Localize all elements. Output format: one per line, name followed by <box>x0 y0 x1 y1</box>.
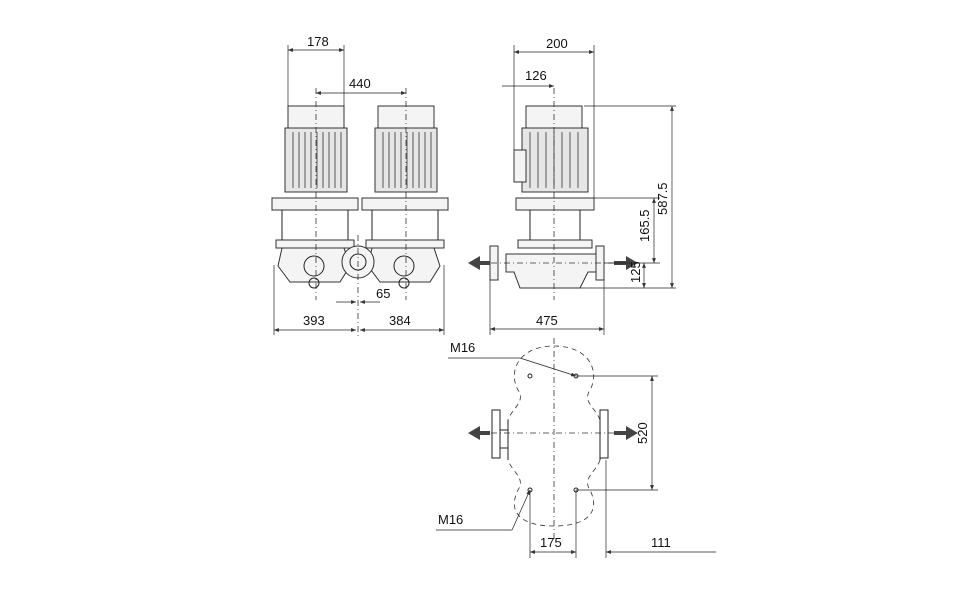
dim-left-base: 393 <box>303 313 325 328</box>
front-view: 178 440 65 393 384 <box>271 34 449 338</box>
side-view: 200 126 587.5 165.5 125 475 <box>468 36 676 335</box>
dim-total-height: 587.5 <box>655 182 670 215</box>
dim-motor-center: 126 <box>525 68 547 83</box>
dim-port-height: 125 <box>628 261 643 283</box>
bolt-hole <box>527 373 533 379</box>
dim-side-motor-width: 200 <box>546 36 568 51</box>
dim-bolt-horizontal: 175 <box>540 535 562 550</box>
dim-flange-height: 165.5 <box>637 209 652 242</box>
dim-offset-right: 111 <box>651 535 671 550</box>
label-bolt-top: M16 <box>450 340 475 355</box>
dim-base-length: 475 <box>536 313 558 328</box>
dim-motor-spacing: 440 <box>349 76 371 91</box>
dim-center-offset: 65 <box>376 286 390 301</box>
dim-motor-width: 178 <box>307 34 329 49</box>
right-motor <box>361 105 449 289</box>
plan-view: M16 M16 520 175 111 <box>436 338 716 558</box>
label-bolt-bottom: M16 <box>438 512 463 527</box>
dim-bolt-vertical: 520 <box>635 422 650 444</box>
left-motor <box>271 105 359 289</box>
dim-right-base: 384 <box>389 313 411 328</box>
